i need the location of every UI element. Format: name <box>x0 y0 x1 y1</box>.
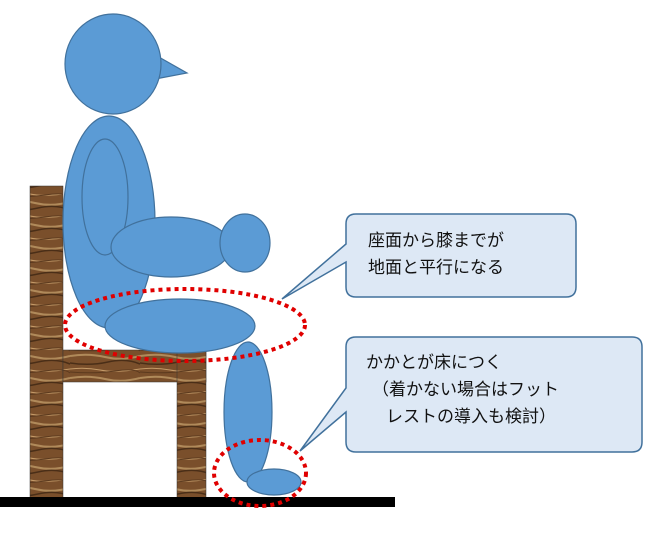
seat-callout-line-1: 座面から膝までが <box>368 231 504 251</box>
head <box>64 13 162 115</box>
person-figure <box>62 13 302 496</box>
chair-backrest <box>29 185 64 499</box>
hand <box>219 213 271 273</box>
heel-callout-line-1: かかとが床につく <box>366 353 502 373</box>
heel-highlight-ellipse <box>212 438 308 508</box>
foot <box>246 468 302 496</box>
seat-callout-line-2: 地面と平行になる <box>368 258 504 278</box>
heel-callout-line-2: （着かない場合はフット <box>372 380 559 400</box>
upper-arm <box>81 138 129 256</box>
seat-callout-bubble <box>281 213 577 300</box>
forearm <box>110 216 232 278</box>
lower-leg <box>223 341 273 483</box>
heel-callout-line-3: レストの導入も検討） <box>386 407 556 427</box>
seat-highlight-ellipse <box>63 287 307 363</box>
seat-callout-text: 座面から膝までが 地面と平行になる <box>368 228 504 282</box>
heel-callout-text: かかとが床につく （着かない場合はフット レストの導入も検討） <box>366 350 559 431</box>
chair-front-leg <box>176 349 207 499</box>
thigh <box>104 298 256 354</box>
floor <box>0 497 395 507</box>
heel-callout-bubble <box>299 336 643 453</box>
